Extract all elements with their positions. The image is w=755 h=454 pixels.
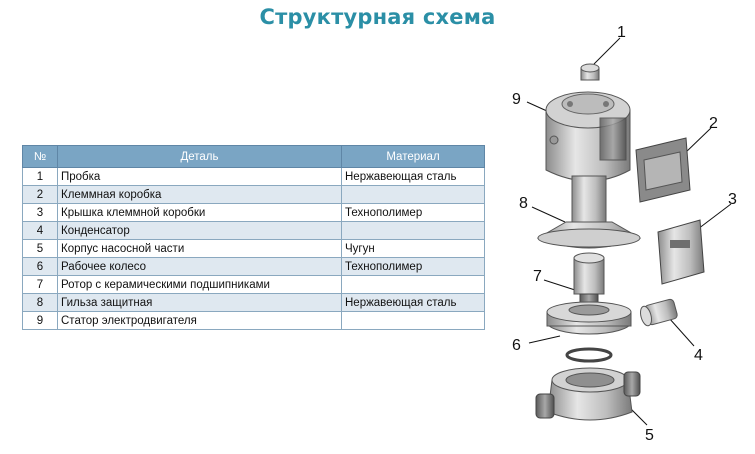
row-part: Статор электродвигателя <box>57 311 342 330</box>
table-row: 1 Пробка Нержавеющая сталь <box>22 167 485 186</box>
row-number: 2 <box>22 185 58 204</box>
column-header-number: № <box>22 145 58 168</box>
row-number: 6 <box>22 257 58 276</box>
table-row: 9 Статор электродвигателя <box>22 311 485 330</box>
row-material <box>341 221 485 240</box>
callout-8: 8 <box>519 195 528 212</box>
row-number: 8 <box>22 293 58 312</box>
row-number: 7 <box>22 275 58 294</box>
sleeve-part <box>536 175 642 249</box>
column-header-part: Деталь <box>57 145 342 168</box>
row-material: Технополимер <box>341 203 485 222</box>
stator-part <box>545 91 631 182</box>
pump-exploded-diagram: 1 2 3 4 5 6 7 8 9 <box>512 24 737 444</box>
row-material <box>341 275 485 294</box>
row-number: 1 <box>22 167 58 186</box>
callout-9: 9 <box>512 91 521 108</box>
row-material: Нержавеющая сталь <box>341 167 485 186</box>
table-row: 5 Корпус насосной части Чугун <box>22 239 485 258</box>
row-number: 9 <box>22 311 58 330</box>
leader-lines <box>526 37 732 426</box>
parts-table: № Деталь Материал 1 Пробка Нержавеющая с… <box>22 145 485 330</box>
callout-1: 1 <box>617 24 626 41</box>
row-part: Крышка клеммной коробки <box>57 203 342 222</box>
callout-7: 7 <box>533 268 542 285</box>
row-part: Клеммная коробка <box>57 185 342 204</box>
row-part: Конденсатор <box>57 221 342 240</box>
row-number: 5 <box>22 239 58 258</box>
row-material: Нержавеющая сталь <box>341 293 485 312</box>
row-part: Гильза защитная <box>57 293 342 312</box>
row-part: Ротор с керамическими подшипниками <box>57 275 342 294</box>
column-header-material: Материал <box>341 145 485 168</box>
plug-part <box>580 63 600 81</box>
page-title: Структурная схема <box>259 5 496 29</box>
terminal-cover-part <box>657 219 705 285</box>
callout-2: 2 <box>709 115 718 132</box>
impeller-part <box>546 301 632 335</box>
row-part: Пробка <box>57 167 342 186</box>
o-ring-part <box>565 347 613 363</box>
table-row: 3 Крышка клеммной коробки Технополимер <box>22 203 485 222</box>
row-material: Технополимер <box>341 257 485 276</box>
row-material: Чугун <box>341 239 485 258</box>
table-row: 8 Гильза защитная Нержавеющая сталь <box>22 293 485 312</box>
row-material <box>341 185 485 204</box>
terminal-box-part <box>635 137 691 203</box>
row-material <box>341 311 485 330</box>
rotor-part <box>573 252 605 307</box>
callout-6: 6 <box>512 337 521 354</box>
row-number: 3 <box>22 203 58 222</box>
table-row: 6 Рабочее колесо Технополимер <box>22 257 485 276</box>
capacitor-part <box>640 298 678 327</box>
pump-housing-part <box>535 367 641 421</box>
callout-5: 5 <box>645 427 654 444</box>
table-row: 4 Конденсатор <box>22 221 485 240</box>
table-header-row: № Деталь Материал <box>22 145 485 168</box>
table-row: 2 Клеммная коробка <box>22 185 485 204</box>
callout-4: 4 <box>694 347 703 364</box>
row-part: Рабочее колесо <box>57 257 342 276</box>
callout-3: 3 <box>728 191 737 208</box>
row-part: Корпус насосной части <box>57 239 342 258</box>
row-number: 4 <box>22 221 58 240</box>
table-row: 7 Ротор с керамическими подшипниками <box>22 275 485 294</box>
